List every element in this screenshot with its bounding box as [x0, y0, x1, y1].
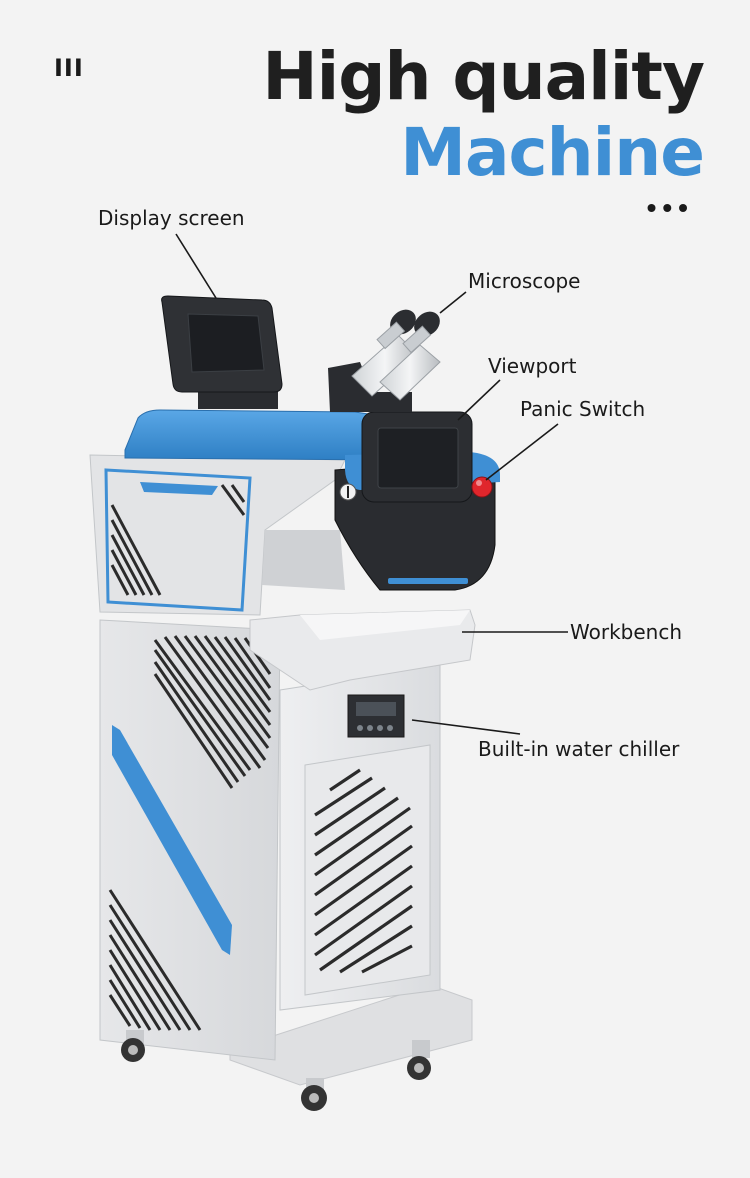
left-cabinet-blue-stripe	[112, 725, 232, 955]
chiller-vent-panel	[304, 744, 431, 996]
upper-cabinet-vents	[110, 484, 246, 596]
upper-cabinet-blue-frame	[104, 468, 252, 612]
caster-right	[407, 1040, 431, 1080]
left-cabinet-vents-upper	[153, 635, 272, 789]
more-dots-icon: •••	[646, 192, 694, 223]
microscope	[351, 309, 441, 401]
label-display-screen: Display screen	[98, 206, 245, 230]
left-cabinet-vents-lower	[108, 889, 202, 1031]
blue-top-cover	[124, 409, 396, 461]
label-viewport: Viewport	[488, 354, 577, 378]
page-title-line2: Machine	[400, 114, 705, 191]
panic-switch	[471, 476, 493, 498]
leader-viewport	[457, 379, 501, 421]
leader-water-chiller	[411, 719, 521, 735]
menu-icon: III	[54, 54, 84, 82]
caster-left	[121, 1030, 145, 1062]
label-workbench: Workbench	[570, 620, 682, 644]
label-panic-switch: Panic Switch	[520, 397, 646, 421]
leader-display-screen	[175, 233, 217, 299]
label-water-chiller: Built-in water chiller	[478, 737, 680, 761]
display-screen	[161, 295, 283, 409]
chiller-vents	[314, 768, 413, 974]
label-microscope: Microscope	[468, 269, 581, 293]
leader-microscope	[439, 291, 467, 314]
leader-panic-switch	[485, 423, 559, 481]
page-title-line1: High quality	[262, 38, 705, 115]
weld-chamber	[262, 530, 345, 590]
caster-center	[301, 1078, 327, 1111]
left-cabinet	[99, 619, 281, 1061]
